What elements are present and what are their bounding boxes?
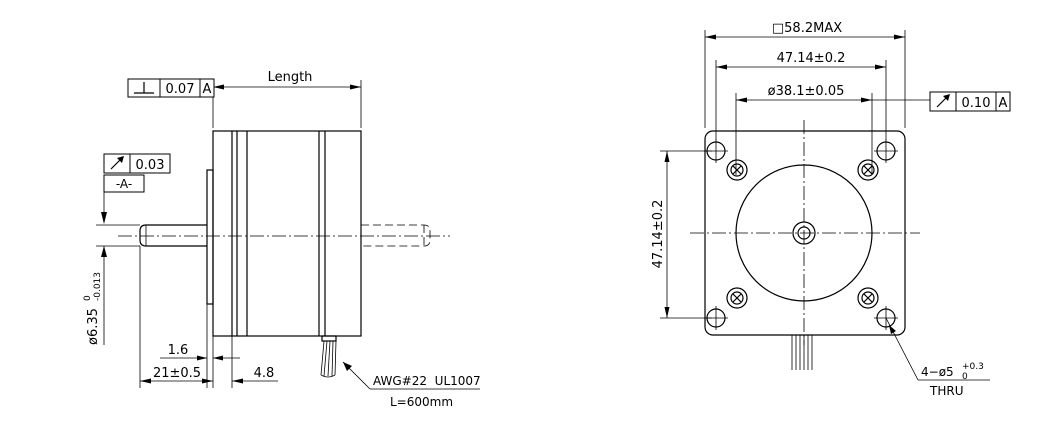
shaft-length-value: 21±0.5 — [153, 366, 201, 381]
hole-thru-label: THRU — [929, 384, 963, 398]
hole-spacing-h-value: 47.14±0.2 — [777, 51, 846, 66]
shaft-side — [139, 224, 431, 247]
shaft-diameter-dimension: ø6.35 0 -0.013 — [83, 224, 140, 345]
svg-text:4−ø5: 4−ø5 — [921, 365, 954, 379]
pilot-diameter-dimension: ø38.1±0.05 — [735, 84, 930, 175]
side-view: Length 0.07 A 0.03 -A- — [83, 70, 481, 409]
shaft-diameter-value: ø6.35 — [86, 308, 101, 345]
runout-value-side: 0.03 — [136, 158, 165, 173]
hole-tol-lower: 0 — [962, 372, 968, 382]
boss-height-dimension: 4.8 — [232, 366, 278, 384]
hole-spacing-v-value: 47.14±0.2 — [651, 200, 666, 269]
overall-width-value: □58.2MAX — [772, 21, 842, 36]
screw-icon — [857, 287, 879, 309]
screw-icon — [726, 287, 748, 309]
flange-thickness-value: 1.6 — [168, 343, 189, 358]
lead-wires-front — [791, 335, 813, 370]
lead-wires — [320, 335, 337, 378]
perpendicularity-datum: A — [203, 82, 212, 97]
hole-callout-value: 4−ø5 — [921, 365, 954, 379]
hole-spacing-v-dimension: 47.14±0.2 — [651, 150, 712, 319]
wire-gauge-label: AWG#22 UL1007 — [373, 374, 481, 388]
flange-thickness-dimension: 1.6 — [160, 343, 240, 361]
pilot-diameter-value: ø38.1±0.05 — [768, 84, 845, 99]
pilot-boss — [206, 169, 214, 305]
hole-callout: 4−ø5 +0.3 0 THRU — [885, 317, 990, 398]
runout-frame-side: 0.03 -A- — [101, 153, 171, 224]
runout-value-front: 0.10 — [962, 96, 991, 111]
screw-icon — [726, 159, 748, 181]
motor-body-side — [212, 130, 362, 337]
perpendicularity-value: 0.07 — [166, 82, 195, 97]
screw-heads — [726, 159, 879, 309]
mounting-holes — [704, 139, 898, 330]
overall-width-dimension: □58.2MAX — [704, 21, 906, 128]
length-label: Length — [268, 70, 313, 85]
runout-arrow-icon — [936, 94, 950, 108]
runout-frame-front: 0.10 A — [929, 91, 1011, 112]
front-view: □58.2MAX 47.14±0.2 ø38.1±0.05 — [651, 21, 1011, 398]
perpendicularity-frame: 0.07 A — [127, 78, 215, 98]
datum-a-label: -A- — [116, 177, 132, 191]
wire-callout: AWG#22 UL1007 L=600mm — [342, 361, 481, 409]
shaft-length-dimension: 21±0.5 — [140, 366, 213, 384]
boss-height-value: 4.8 — [254, 366, 275, 381]
runout-datum-front: A — [999, 96, 1008, 111]
hole-tol-upper: +0.3 — [962, 362, 984, 372]
wire-length-label: L=600mm — [390, 395, 453, 409]
shaft-tol-upper: 0 — [83, 295, 93, 301]
hole-spacing-h-dimension: 47.14±0.2 — [715, 51, 887, 140]
perpendicularity-icon — [134, 82, 154, 94]
screw-icon — [857, 159, 879, 181]
shaft-tol-lower: -0.013 — [93, 272, 103, 301]
runout-arrow-icon — [110, 156, 124, 170]
svg-text:ø6.35: ø6.35 — [86, 308, 101, 345]
length-dimension: Length — [212, 70, 362, 128]
